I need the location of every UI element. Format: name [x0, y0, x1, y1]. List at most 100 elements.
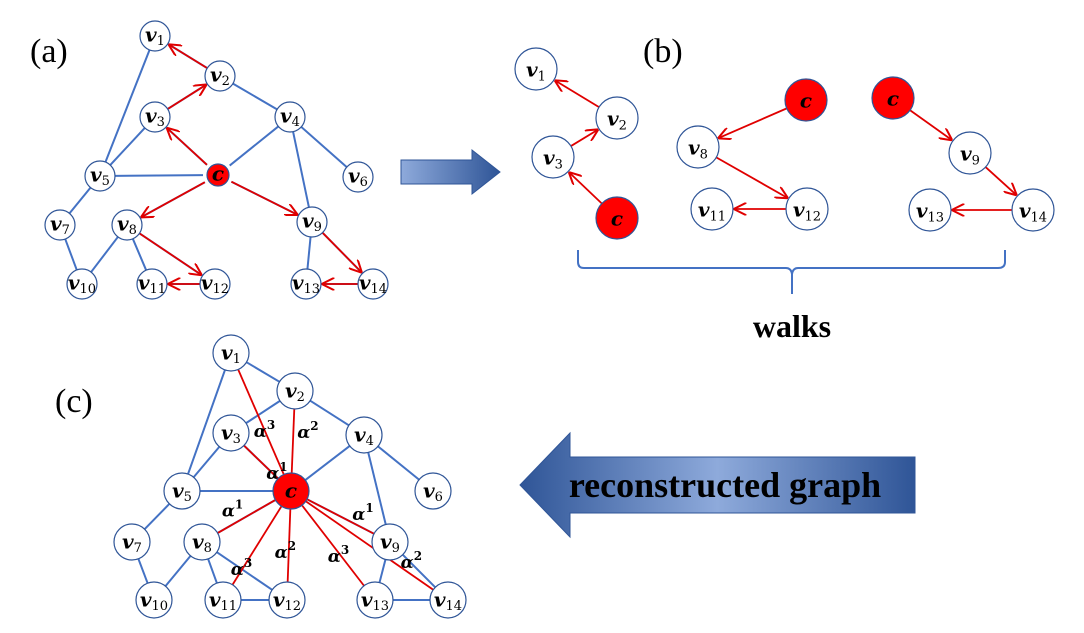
node-circle [212, 334, 250, 372]
node-circle [113, 523, 151, 561]
node-v12: v12 [199, 268, 231, 300]
node-circle [595, 96, 639, 140]
node-label: v11 [698, 197, 726, 224]
node-circle [66, 268, 98, 300]
walk-step-8-12 [715, 156, 787, 197]
edge-7-10 [137, 558, 149, 584]
node-circle [212, 414, 250, 452]
center-node-label: c [611, 206, 623, 230]
walk-step-3-2 [570, 130, 597, 147]
node-v11: v11 [204, 581, 242, 619]
node-v1: v1 [212, 334, 250, 372]
weighted-edge-c-3 [243, 444, 279, 480]
edge-4-9 [292, 131, 310, 208]
node-v12: v12 [268, 581, 306, 619]
node-v14: v14 [429, 581, 467, 619]
walk-step-c-8 [719, 107, 788, 137]
node-label: v6 [348, 164, 368, 190]
edge-4-6 [300, 126, 348, 168]
node-label: v13 [361, 587, 389, 614]
walk-arrow-3-2 [167, 85, 206, 110]
walk-arrow-c-8 [142, 181, 206, 217]
node-v2: v2 [204, 60, 236, 92]
node-label: v1 [221, 340, 241, 367]
panel-label-c: (c) [55, 383, 93, 420]
node-circle [276, 372, 314, 410]
node-label: v5 [172, 478, 192, 505]
node-label: v10 [140, 587, 168, 614]
node-circle [204, 60, 236, 92]
node-label: v8 [688, 135, 708, 162]
center-node-label: c [212, 162, 224, 186]
node-label: v12 [273, 587, 301, 614]
node-circle [135, 581, 173, 619]
node-v11: v11 [690, 187, 734, 231]
node-label: v7 [50, 212, 70, 238]
node-circle [204, 581, 242, 619]
alpha-weight-3: α1 [266, 460, 287, 484]
walk-arrow-2-1 [169, 45, 208, 69]
center-node-label: c [800, 88, 812, 112]
node-v6: v6 [342, 161, 374, 193]
node-circle [199, 268, 231, 300]
alpha-weight-2: α2 [297, 419, 318, 443]
node-v2: v2 [276, 372, 314, 410]
edge-2-3 [245, 400, 281, 424]
node-label: v3 [145, 104, 165, 130]
node-label: v4 [354, 422, 374, 449]
walk-arrow-9-14 [321, 232, 362, 272]
node-circle [690, 187, 734, 231]
node-label: v14 [434, 587, 462, 614]
node-v9: v9 [296, 206, 328, 238]
edge-8-12 [216, 551, 273, 591]
node-circle [136, 268, 168, 300]
edge-5-c [114, 174, 204, 177]
node-circle [139, 101, 171, 133]
node-v8: v8 [676, 125, 720, 169]
walk-step-9-14 [984, 166, 1016, 194]
node-v13: v13 [290, 268, 322, 300]
walk-step-c-9 [909, 109, 951, 139]
node-v3: v3 [531, 135, 575, 179]
node-v3: v3 [212, 414, 250, 452]
weighted-edge-c-13 [301, 504, 365, 587]
node-v1: v1 [139, 20, 171, 52]
edge-3-5 [109, 127, 146, 166]
edge-4-c [229, 125, 279, 167]
node-v8: v8 [111, 209, 143, 241]
node-v14: v14 [1011, 188, 1055, 232]
walks-label: walks [753, 308, 831, 344]
weighted-edge-c-14 [305, 500, 434, 591]
edge-4-6 [377, 445, 420, 481]
node-label: v8 [117, 212, 137, 238]
node-circle [356, 581, 394, 619]
node-circle [785, 187, 829, 231]
node-v5: v5 [163, 472, 201, 510]
alpha-weight-12: α2 [275, 539, 296, 563]
node-circle [342, 161, 374, 193]
node-v4: v4 [274, 101, 306, 133]
node-v6: v6 [414, 472, 452, 510]
node-label: v9 [302, 209, 322, 235]
node-circle [514, 47, 558, 91]
node-label: v9 [380, 529, 400, 556]
walk-arrow-c-3 [168, 129, 208, 166]
node-circle [676, 125, 720, 169]
node-v7: v7 [44, 209, 76, 241]
edge-1-2 [245, 361, 281, 383]
edge-9-14 [402, 554, 436, 588]
edge-8-11 [131, 238, 148, 271]
node-circle [268, 581, 306, 619]
node-v10: v10 [66, 268, 98, 300]
node-circle [44, 209, 76, 241]
node-label: v3 [543, 145, 563, 172]
node-circle [345, 416, 383, 454]
panel-label-a: (a) [30, 33, 68, 70]
node-v9: v9 [948, 131, 992, 175]
node-circle [371, 523, 409, 561]
weighted-edge-c-1 [237, 369, 285, 475]
node-label: v6 [423, 478, 443, 505]
